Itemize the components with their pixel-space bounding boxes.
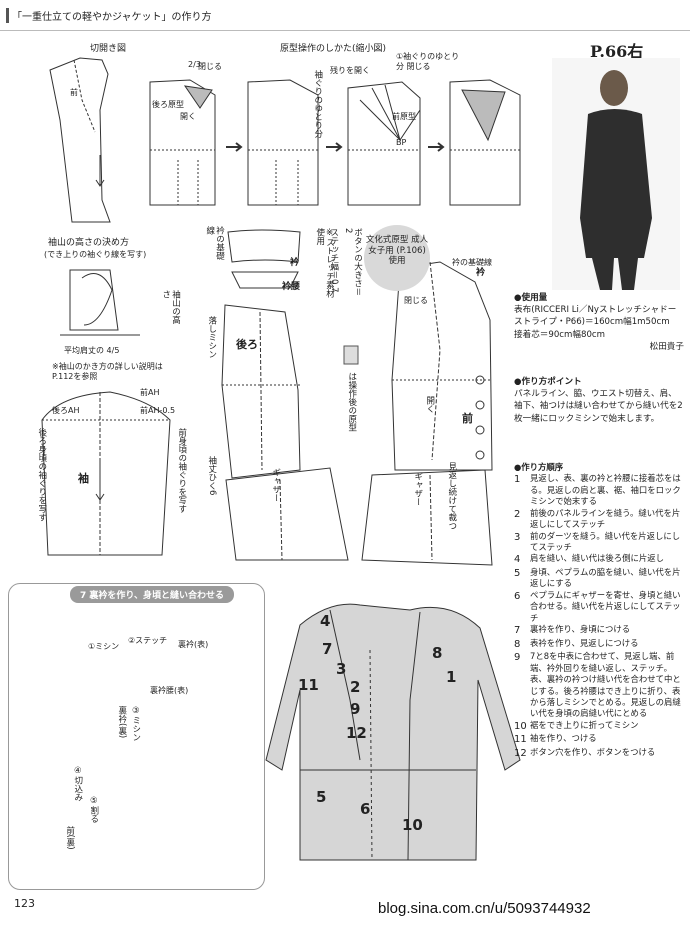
step7-ura-eri: 裏衿(表) (178, 640, 209, 649)
model-figure-illustration (580, 70, 652, 290)
cuff-cut-label: 見返し続けて裁つ (446, 462, 457, 530)
materials-interfacing: 接着芯＝90cm幅80cm (514, 329, 606, 340)
front-bodice-pattern (391, 261, 493, 471)
materials-section: ●使用量 表布(RICCERI Li／Nyストレッチシャドーストライプ・P66)… (514, 292, 684, 353)
author-name: 松田貴子 (649, 341, 684, 352)
back-peplum-pattern (225, 467, 349, 561)
front-body-label: 前 (462, 412, 473, 425)
header-divider (0, 30, 690, 31)
front-ah2-label: 前AH (140, 388, 160, 397)
step7-front-ura: 前(裏) (64, 826, 75, 850)
remain-open-label: 残りを開く (330, 66, 370, 75)
back-armhole-copy-label: 後ろ身頃の袖ぐりを写す (36, 428, 47, 522)
front-collar-label: 衿 (476, 268, 486, 278)
cap-height-sub: (でき上りの袖ぐり線を写す) (44, 250, 147, 259)
knot-label: 落しミシン (206, 316, 217, 359)
step7-cut: ④切込み (72, 766, 83, 802)
pattern-info-bubble: 文化式原型 成人女子用 (P.106)使用 (364, 225, 430, 291)
frac-2-3: 2/3 (188, 60, 201, 69)
close-label: 閉じる (198, 62, 222, 71)
close-label-2: 閉じる (404, 296, 428, 305)
collar-pattern (227, 229, 301, 263)
step7-machine3: ③ミシン (130, 706, 141, 742)
lapel-label: 衿腰 (282, 282, 301, 292)
collar-label: 衿 (290, 258, 300, 268)
points-text: パネルライン、脇、ウエスト切替え、肩、袖下、袖つけは縫い合わせてから縫い代を2枚… (514, 389, 683, 424)
bp-label: BP (396, 138, 407, 147)
model-photo (552, 58, 680, 290)
button-size-label: ボタンの大きさ＝2 (342, 228, 363, 297)
front-collar-base-label: 衿の基礎線 (452, 258, 492, 267)
orig-diagram-2 (247, 79, 319, 206)
step7-stitch: ②ステッチ (128, 636, 168, 645)
avg-shoulder-label: 平均肩丈の 4/5 (64, 346, 120, 355)
back-body-label: 後ろ (236, 338, 258, 351)
step7-banner: 7 裏衿を作り、身頃と縫い合わせる (70, 586, 235, 603)
page-reference: P.66右 (590, 42, 644, 61)
step7-ura-eri-koshi: 裏衿腰(表) (150, 686, 189, 695)
points-section: ●作り方ポイント パネルライン、脇、ウエスト切替え、肩、袖下、袖つけは縫い合わせ… (514, 376, 684, 425)
front-armhole-copy-label: 前身頃の袖ぐりを写す (176, 428, 187, 513)
gather-label-back: ギャザー (270, 468, 281, 502)
step7-machine: ①ミシン (88, 642, 120, 651)
original-pattern-title: 原型操作のしかた(縮小図) (280, 44, 387, 54)
materials-heading: ●使用量 (514, 293, 548, 303)
front-orig-label: 前原型 (392, 112, 416, 121)
steps-heading: ●作り方順序 (514, 462, 564, 472)
cut-diagram-shape (49, 57, 111, 223)
jacket-illustration (265, 603, 521, 861)
cap-height-title: 袖山の高さの決め方 (48, 238, 130, 248)
cut-diagram-title: 切開き図 (90, 44, 127, 54)
cap-ref-note: ※袖山のかき方の詳しい説明はP.112を参照 (52, 362, 163, 381)
back-ah-label: 後ろAH (52, 406, 80, 415)
orig-diagram-3 (347, 81, 421, 206)
open-label: 開く (180, 112, 196, 121)
page-number: 123 (14, 897, 35, 910)
step7-panel (8, 583, 265, 890)
front-peplum-pattern (361, 469, 493, 566)
sleeve-label: 袖 (78, 472, 89, 485)
cut-front-label: 前 (70, 88, 78, 97)
blog-watermark: blog.sina.com.cn/u/5093744932 (378, 900, 591, 917)
materials-fabric: 表布(RICCERI Li／Nyストレッチシャドーストライプ・P66)＝160c… (514, 305, 677, 328)
sleeve-pattern (41, 391, 171, 556)
front-ah-label: 前AH-0.5 (140, 406, 176, 415)
op-label: は操作後の原型 (346, 372, 357, 432)
back-orig-label: 後ろ原型 (152, 100, 184, 109)
gather-label-front: ギャザー (412, 472, 423, 506)
armhole-ease-label: 袖ぐりのゆとり分 (312, 70, 323, 138)
stitch-width-label: ステッチ幅＝0.7 (328, 228, 339, 293)
collar-base-label: 衿の基礎線 (204, 226, 225, 260)
points-heading: ●作り方ポイント (514, 377, 582, 387)
step7-ura-eri-ura: 裏衿(裏) (116, 706, 127, 739)
sleeve-length-label: 袖丈ひく6 (206, 456, 217, 496)
open-label-2: 開く (424, 396, 435, 413)
armhole-ease-close-label: ①袖ぐりのゆとり分 閉じる (396, 52, 460, 71)
cap-height-label: 袖山の高さ (160, 290, 181, 324)
page-header-title: 「一重仕立ての軽やかジャケット」の作り方 (6, 8, 212, 23)
step7-split: ⑤割る (88, 796, 99, 823)
stretch-label: ※ストレッチ素材使用 (314, 228, 335, 298)
